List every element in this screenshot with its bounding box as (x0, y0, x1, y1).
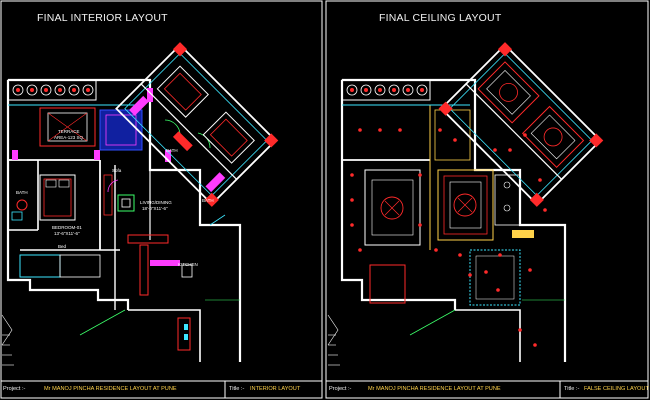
ceiling-light-icon (378, 128, 382, 132)
plant-center-icon (392, 88, 396, 92)
plant-pot-icon (12, 84, 24, 96)
ceiling-light-icon (350, 198, 354, 202)
plant-center-icon (420, 88, 424, 92)
interior-bedroom-wing (115, 42, 279, 207)
plant-pot-icon (82, 84, 94, 96)
plant-center-icon (30, 88, 34, 92)
ceiling-light-icon (523, 133, 527, 137)
ceiling-project-value: Mr MANOJ PINCHA RESIDENCE LAYOUT AT PUNE (368, 386, 501, 392)
ceiling-light-icon (398, 128, 402, 132)
plant-center-icon (350, 88, 354, 92)
plant-pot-icon (54, 84, 66, 96)
ceiling-light-icon (358, 128, 362, 132)
plant-pot-icon (416, 84, 428, 96)
room-label-bath-right: BATH (202, 198, 214, 203)
plant-center-icon (378, 88, 382, 92)
plant-center-icon (16, 88, 20, 92)
plant-pot-icon (26, 84, 38, 96)
ceiling-light-icon (453, 138, 457, 142)
interior-layout-title: FINAL INTERIOR LAYOUT (37, 12, 168, 24)
plant-center-icon (406, 88, 410, 92)
ceiling-light-icon (498, 253, 502, 257)
plant-pot-icon (68, 84, 80, 96)
ceiling-light-icon (434, 248, 438, 252)
room-label-bath-left: BATH (16, 190, 28, 195)
ceiling-light-icon (518, 328, 522, 332)
plant-pot-icon (388, 84, 400, 96)
ceiling-light-icon (438, 128, 442, 132)
ceiling-title-block (325, 380, 649, 399)
ceiling-light-icon (350, 173, 354, 177)
ceiling-light-icon (350, 223, 354, 227)
ceiling-title-value: FALSE CEILING LAYOUT (584, 386, 649, 392)
interior-project-value: Mr MANOJ PINCHA RESIDENCE LAYOUT AT PUNE (44, 386, 177, 392)
room-label-living: LIVING/DINING (140, 200, 172, 205)
ceiling-light-icon (533, 343, 537, 347)
room-label-terrace-area: AREA-123 SQ. (54, 135, 85, 140)
plant-pot-icon (374, 84, 386, 96)
room-label-living-size: 18'-0"X11'-6" (142, 206, 168, 211)
ceiling-light-icon (358, 248, 362, 252)
plant-center-icon (364, 88, 368, 92)
interior-project-label: Project :- (3, 386, 26, 392)
interior-title-label: Title :- (229, 386, 245, 392)
ceiling-light-icon (418, 223, 422, 227)
ceiling-project-label: Project :- (329, 386, 352, 392)
room-label-kitchen: KITCHEN (178, 262, 198, 267)
ceiling-light-icon (496, 288, 500, 292)
ceiling-light-icon (484, 270, 488, 274)
interior-title-block (0, 380, 323, 399)
plant-pot-icon (346, 84, 358, 96)
room-label-bath-top: BATH (166, 148, 178, 153)
ceiling-light-icon (543, 208, 547, 212)
interior-floor-plan (1, 78, 242, 366)
room-label-bedroom: BEDROOM-01 (52, 225, 82, 230)
ceiling-light-icon (458, 253, 462, 257)
room-label-sofa: Sofa (112, 168, 122, 173)
ceiling-layout-title: FINAL CEILING LAYOUT (379, 12, 502, 24)
plant-center-icon (72, 88, 76, 92)
plant-center-icon (58, 88, 62, 92)
room-label-bedroom-size: 13'-6"X11'-6" (54, 231, 80, 236)
ceiling-light-icon (418, 173, 422, 177)
plant-pot-icon (40, 84, 52, 96)
ceiling-light-icon (493, 148, 497, 152)
ceiling-light-icon (528, 268, 532, 272)
room-label-bed: Bed (58, 244, 67, 249)
plant-center-icon (44, 88, 48, 92)
plant-center-icon (86, 88, 90, 92)
ceiling-title-label: Title :- (564, 386, 580, 392)
plant-pot-icon (360, 84, 372, 96)
ceiling-floor-plan (327, 78, 567, 366)
plant-pot-icon (402, 84, 414, 96)
ceiling-light-icon (508, 148, 512, 152)
interior-title-value: INTERIOR LAYOUT (250, 386, 301, 392)
room-label-terrace: TERRACE (58, 129, 80, 134)
ceiling-light-icon (468, 273, 472, 277)
ceiling-light-icon (538, 178, 542, 182)
